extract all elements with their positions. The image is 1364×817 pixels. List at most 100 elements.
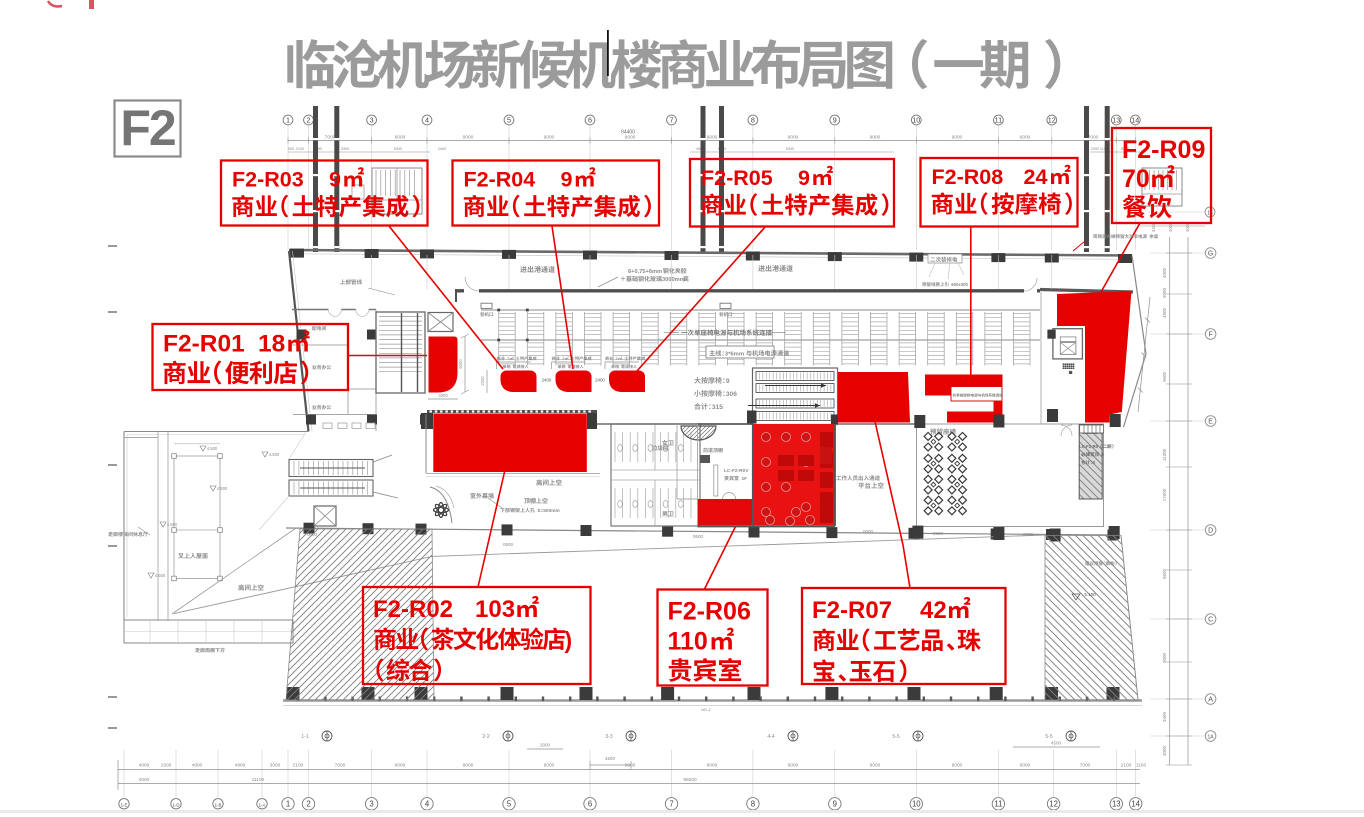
svg-text:2400: 2400 <box>438 147 446 151</box>
svg-text:6000: 6000 <box>395 763 406 769</box>
svg-text:0600: 0600 <box>1023 532 1034 537</box>
svg-text:4.500: 4.500 <box>167 522 178 527</box>
svg-text:9000: 9000 <box>625 763 636 769</box>
svg-text:9000: 9000 <box>952 135 963 141</box>
svg-text:0600: 0600 <box>503 542 514 547</box>
svg-text:5.100: 5.100 <box>1084 592 1096 597</box>
svg-text:A: A <box>1208 697 1213 704</box>
svg-text:315: 315 <box>712 404 723 411</box>
svg-text:13: 13 <box>1112 800 1121 809</box>
svg-text:6000: 6000 <box>458 359 463 369</box>
svg-text:): ) <box>565 627 573 653</box>
svg-text:10: 10 <box>912 800 921 809</box>
svg-text:4800: 4800 <box>192 763 203 769</box>
svg-text:3-3: 3-3 <box>605 734 612 740</box>
svg-text:LC-F2-R0V: LC-F2-R0V <box>724 468 749 474</box>
svg-text:14: 14 <box>1131 116 1139 125</box>
svg-text:E: E <box>1208 419 1213 426</box>
svg-text:600x300: 600x300 <box>951 282 968 287</box>
svg-text:7000: 7000 <box>335 763 346 769</box>
svg-text:1: 1 <box>286 116 290 125</box>
svg-text:4: 4 <box>425 116 429 125</box>
svg-text:LC-F2-R0: LC-F2-R0 <box>1079 444 1099 449</box>
svg-text:1-D: 1-D <box>172 803 179 808</box>
svg-text:1100: 1100 <box>1136 763 1147 769</box>
svg-text:3: 3 <box>1093 460 1096 465</box>
svg-text:4-4: 4-4 <box>767 734 774 740</box>
svg-text:4.500: 4.500 <box>155 573 166 578</box>
svg-text:1-E: 1-E <box>121 803 128 808</box>
svg-text:3000mm: 3000mm <box>662 277 685 283</box>
svg-text:2200: 2200 <box>480 376 485 386</box>
svg-text:94400: 94400 <box>621 130 635 136</box>
svg-text:9000: 9000 <box>707 135 718 141</box>
svg-text:11100: 11100 <box>252 777 265 783</box>
svg-text:4000: 4000 <box>139 763 150 769</box>
svg-text:2-2: 2-2 <box>482 734 489 740</box>
svg-text:12: 12 <box>1049 800 1058 809</box>
svg-text:3: 3 <box>370 116 374 125</box>
svg-text:7000: 7000 <box>1088 135 1099 141</box>
svg-text:6000: 6000 <box>1020 763 1031 769</box>
svg-text:5: 5 <box>507 800 512 809</box>
svg-text:6: 6 <box>588 116 592 125</box>
svg-text:70: 70 <box>1122 165 1150 193</box>
svg-text:4.500: 4.500 <box>269 452 280 457</box>
svg-text:4500: 4500 <box>1051 741 1062 746</box>
svg-text:8600: 8600 <box>1162 568 1167 579</box>
svg-text:2: 2 <box>307 116 311 125</box>
svg-text:9000: 9000 <box>870 763 881 769</box>
svg-text:4: 4 <box>425 800 430 809</box>
svg-text:9000: 9000 <box>544 135 555 141</box>
svg-text:F2-R09: F2-R09 <box>1122 136 1205 164</box>
svg-text:9000: 9000 <box>788 763 799 769</box>
svg-text:F2-R01: F2-R01 <box>163 331 245 358</box>
svg-text:500: 500 <box>288 147 294 151</box>
svg-text:2400: 2400 <box>542 378 552 383</box>
svg-text:1-B: 1-B <box>215 803 222 808</box>
svg-text:9000: 9000 <box>788 135 799 141</box>
svg-text:b=500mm: b=500mm <box>538 508 560 514</box>
svg-text:7: 7 <box>562 356 565 361</box>
svg-text:7: 7 <box>670 116 674 125</box>
svg-text:9: 9 <box>798 166 810 190</box>
svg-text:1100: 1100 <box>1100 147 1108 151</box>
svg-text:3400: 3400 <box>1151 222 1156 232</box>
svg-text:7000: 7000 <box>325 135 336 141</box>
svg-text:11: 11 <box>994 800 1002 809</box>
svg-text:2000: 2000 <box>540 743 551 748</box>
svg-text:6000: 6000 <box>395 135 406 141</box>
svg-text:NR-Z: NR-Z <box>701 707 711 712</box>
svg-text:9: 9 <box>833 116 837 125</box>
svg-text:110: 110 <box>668 628 708 656</box>
svg-text:18: 18 <box>258 331 285 358</box>
svg-text:5300: 5300 <box>1121 147 1129 151</box>
svg-text:1-1: 1-1 <box>301 734 308 740</box>
svg-text:G: G <box>1208 251 1213 258</box>
svg-text:D: D <box>1208 528 1213 535</box>
svg-text:7: 7 <box>616 356 619 361</box>
svg-text:4000: 4000 <box>139 777 150 783</box>
svg-text:6: 6 <box>588 800 592 809</box>
svg-text:0600: 0600 <box>863 529 874 534</box>
svg-text:4000: 4000 <box>1162 745 1167 756</box>
svg-text:8: 8 <box>751 116 755 125</box>
svg-text:96000: 96000 <box>683 777 697 783</box>
svg-text:3*6mm: 3*6mm <box>725 352 744 358</box>
svg-text:9000: 9000 <box>870 135 881 141</box>
svg-text:4000: 4000 <box>1168 222 1173 232</box>
svg-text:24: 24 <box>1024 165 1048 189</box>
svg-text:4.500: 4.500 <box>207 446 218 451</box>
svg-text:5-5: 5-5 <box>892 734 899 740</box>
svg-text:9000: 9000 <box>625 135 636 141</box>
svg-text:9000: 9000 <box>544 763 555 769</box>
svg-text:0600: 0600 <box>693 534 704 539</box>
svg-text:4500: 4500 <box>605 756 616 761</box>
svg-text:3300: 3300 <box>341 147 349 151</box>
svg-text:1500: 1500 <box>161 763 172 769</box>
svg-text:10: 10 <box>912 116 920 125</box>
svg-text:4000: 4000 <box>1162 267 1167 278</box>
svg-text:5300: 5300 <box>394 147 402 151</box>
svg-text:7: 7 <box>669 800 673 809</box>
svg-text:17000: 17000 <box>1162 488 1167 501</box>
